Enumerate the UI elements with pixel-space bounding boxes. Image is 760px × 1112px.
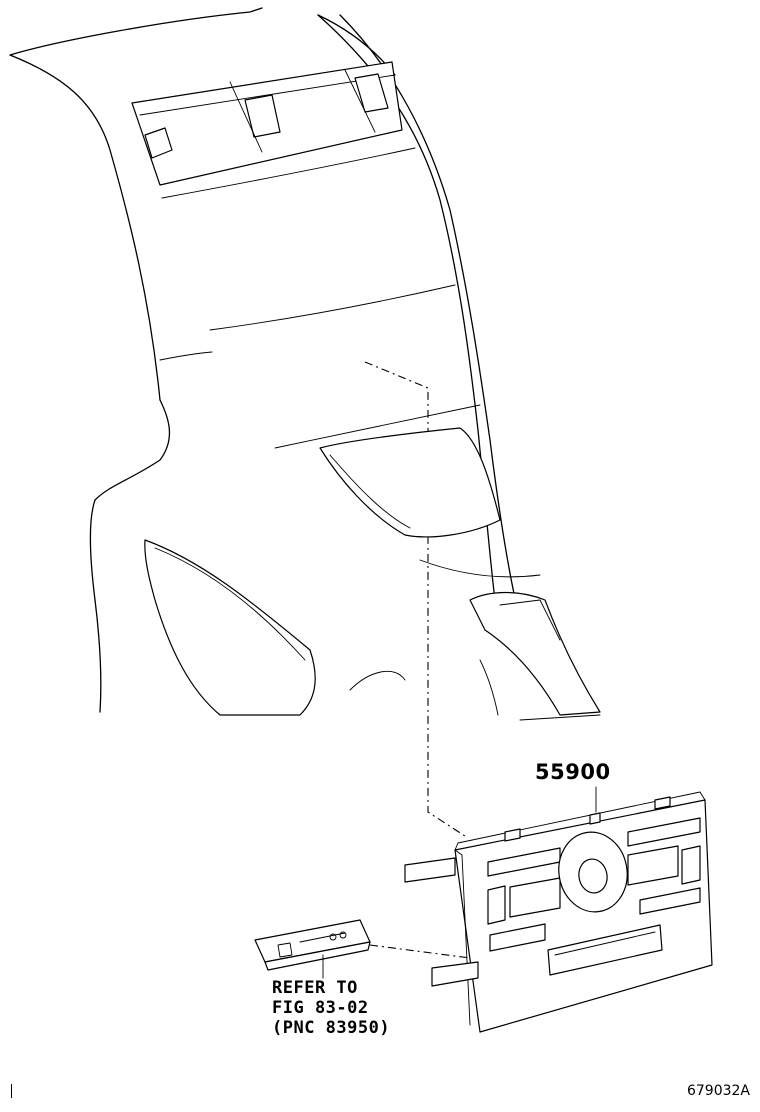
reference-line-3: (PNC 83950) (272, 1018, 391, 1038)
switch-assembly (254, 919, 471, 979)
corner-mark (11, 1084, 12, 1098)
figure-id: 679032A (686, 1083, 750, 1099)
reference-line-1: REFER TO (272, 978, 358, 998)
climate-control-panel (404, 791, 713, 1033)
part-number-label: 55900 (535, 760, 611, 784)
center-console-outline (9, 7, 601, 839)
reference-line-2: FIG 83-02 (272, 998, 369, 1018)
